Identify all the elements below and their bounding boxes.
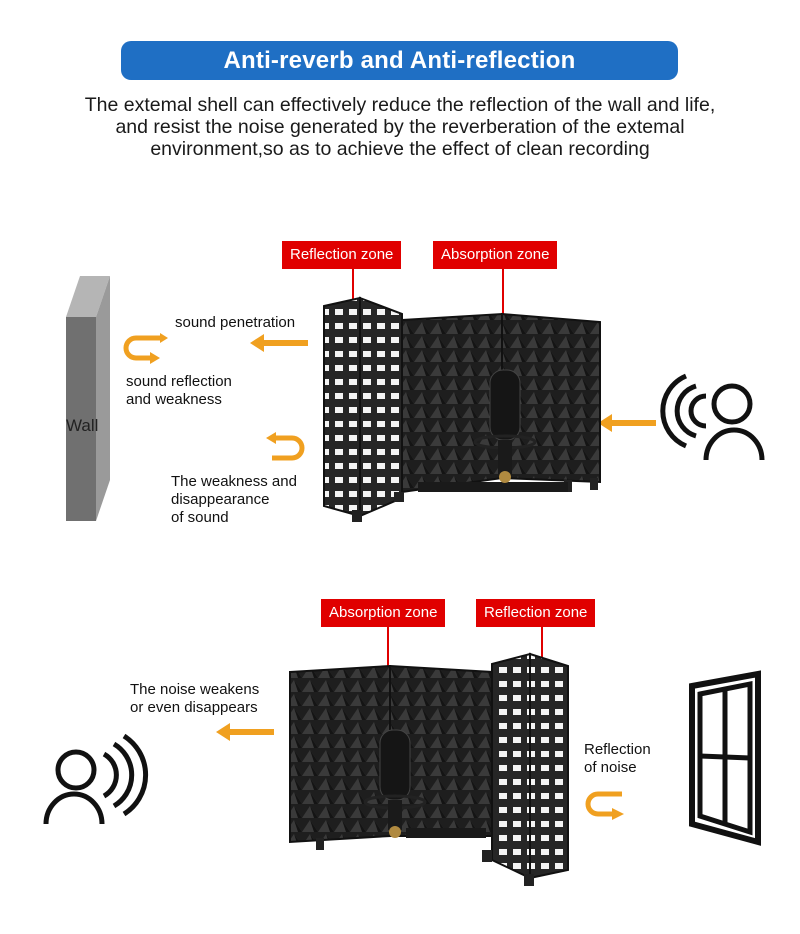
arrow-icon [250,334,308,352]
arrow-icon [598,414,656,432]
zone-pointer-line [387,627,389,685]
zone-label-absorption-1: Absorption zone [433,241,558,269]
microphone-icon [473,369,537,483]
person-sound-icon [660,373,765,461]
weakness-label: The weakness and disappearance of sound [171,473,297,527]
description: The extemal shell can effectively reduce… [30,94,770,160]
zone-label-reflection-1: Reflection zone [282,241,402,269]
sound-penetration-label: sound penetration [175,314,296,331]
zone-label-reflection-2: Reflection zone [476,599,596,627]
vocal-shield-1 [323,296,601,522]
label-line: and weakness [126,391,222,408]
zone-pointer-line [541,627,543,672]
return-arrow-icon [585,791,624,820]
vocal-shield-2 [289,652,569,886]
sound-reflection-label: sound reflection and weakness [126,373,232,409]
label-line: or even disappears [130,699,258,716]
label-line: of noise [584,759,637,776]
label-line: Reflection [584,741,651,758]
microphone-icon [363,729,427,838]
description-line-1: The extemal shell can effectively reduce… [84,94,716,116]
arrow-icon [216,723,274,741]
zone-pointer-line [502,269,504,333]
label-line: The noise weakens [130,681,260,698]
person-sound-icon [43,733,149,825]
description-line-2: and resist the noise generated by the re… [115,116,685,138]
label-line: The weakness and [171,473,297,490]
return-arrow-icon [266,432,305,461]
description-line-3: environment,so as to achieve the effect … [150,138,650,160]
wall-label: Wall [66,416,99,435]
return-arrow-icon [123,333,168,364]
label-line: sound reflection [126,373,232,390]
title-text: Anti-reverb and Anti-reflection [223,46,576,74]
zone-label-absorption-2: Absorption zone [321,599,446,627]
wall-block [66,276,110,521]
label-line: disappearance [171,491,270,508]
noise-weakens-label: The noise weakens or even disappears [130,681,259,717]
zone-pointer-line [352,269,354,314]
reflection-noise-label: Reflection of noise [584,741,651,777]
title-banner: Anti-reverb and Anti-reflection [121,41,678,80]
window-icon [689,670,761,846]
label-line: of sound [171,509,229,526]
